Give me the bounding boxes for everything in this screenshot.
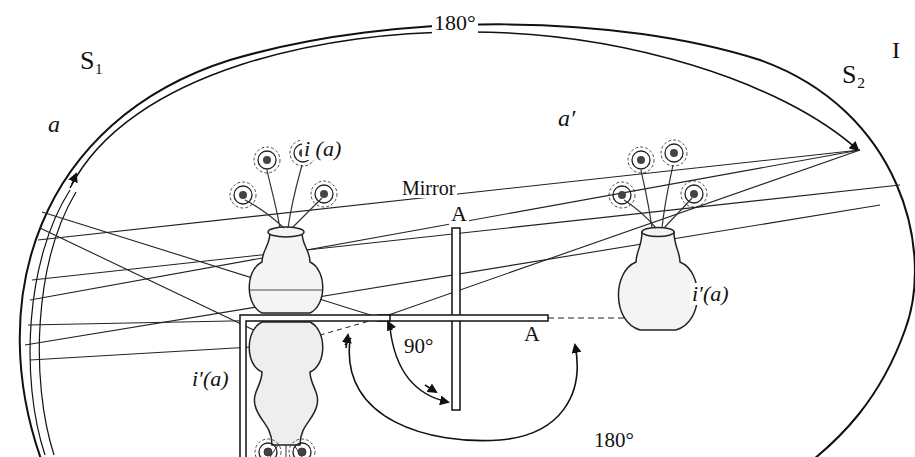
position-label: I [890,38,902,62]
image-label: i′(a) [690,283,731,305]
object-label: a′ [556,106,577,130]
mirror-label: Mirror [400,178,457,198]
angle-label: 180° [432,12,478,34]
image-label: i′(a) [190,368,231,390]
position-label: S₂ [840,62,868,88]
object-label: a [46,112,62,136]
image-label: i (a) [302,138,343,160]
position-label: S₁ [78,48,106,74]
angle-label: 180° [592,430,636,451]
angle-label: 90° [402,336,435,357]
mirror-label: A [522,323,542,345]
mirror-label: A [449,203,469,225]
